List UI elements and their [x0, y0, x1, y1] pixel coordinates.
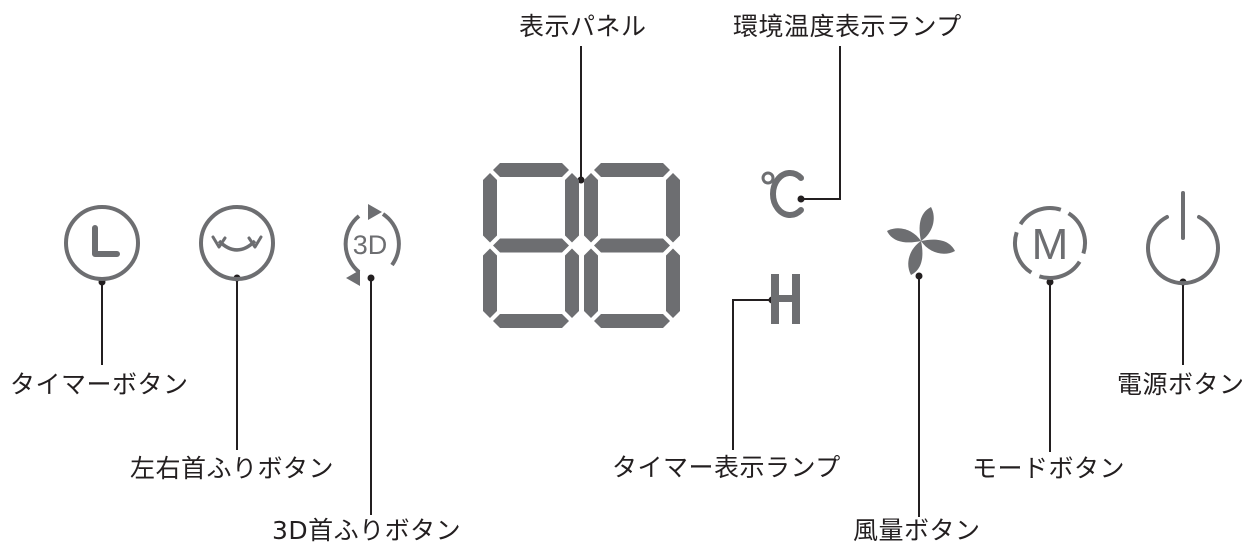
power-icon: [1146, 215, 1220, 286]
swing-lr-button[interactable]: [199, 205, 275, 281]
swing-button-label: 左右首ふりボタン: [130, 454, 335, 483]
timer-button-label: タイマーボタン: [10, 370, 189, 399]
segment-c: [565, 248, 579, 318]
fan-icon: [919, 207, 934, 241]
swing-3d-button[interactable]: 3D: [343, 204, 401, 286]
seven-segment-digit: [483, 163, 579, 328]
leader-dot: [577, 176, 585, 184]
3d-icon-text: 3D: [353, 230, 388, 260]
leader-timer-lamp: [732, 299, 772, 450]
clock-hand-icon: [92, 225, 120, 257]
segment-b: [565, 173, 579, 243]
segment-g: [594, 238, 670, 253]
fan-button-label: 風量ボタン: [853, 516, 981, 545]
segment-a: [493, 163, 569, 177]
degree-icon: [761, 171, 775, 185]
seven-segment-digit: [584, 163, 680, 328]
power-button[interactable]: [1146, 191, 1220, 286]
leader-temp-lamp: [801, 46, 841, 200]
3d-button-label: 3D首ふりボタン: [272, 516, 462, 545]
fan-button[interactable]: [887, 207, 955, 275]
arrowhead-bottom-icon: [346, 270, 360, 286]
3d-rotate-icon: [343, 214, 361, 274]
timer-lamp-label: タイマー表示ランプ: [612, 453, 841, 482]
3d-rotate-arc-right: [381, 212, 401, 267]
leader-dot: [915, 272, 923, 280]
fan-blade: [887, 228, 921, 243]
display-panel-label: 表示パネル: [519, 12, 647, 41]
fan-blade: [908, 241, 923, 275]
segment-a: [594, 163, 670, 177]
power-button-label: 電源ボタン: [1117, 370, 1245, 399]
arrowhead-left-icon: [211, 235, 227, 249]
swing-arc-icon: [217, 239, 257, 252]
mode-icon-text: M: [1032, 220, 1069, 269]
swing-icon: [199, 205, 275, 281]
timer-lamp: [771, 274, 800, 324]
segment-f: [483, 173, 497, 243]
temp-lamp-label: 環境温度表示ランプ: [733, 12, 962, 41]
segment-e: [584, 248, 598, 318]
segment-g: [493, 238, 569, 253]
leader-dot: [367, 274, 375, 282]
timer-button[interactable]: [64, 205, 140, 281]
clock-icon: [64, 205, 140, 281]
segment-c: [666, 248, 680, 318]
mode-button[interactable]: M: [1002, 195, 1098, 291]
celsius-c-icon: [769, 170, 804, 218]
timer-h-icon-part: [771, 295, 800, 302]
leader-lines: [101, 46, 1184, 517]
mode-button-label: モードボタン: [972, 454, 1126, 483]
segment-b: [666, 173, 680, 243]
segment-f: [584, 173, 598, 243]
leader-dot: [1046, 278, 1054, 286]
segment-d: [594, 314, 670, 328]
arrowhead-top-icon: [368, 204, 382, 220]
display-panel: [483, 163, 680, 328]
leader-dot: [797, 195, 805, 203]
segment-e: [483, 248, 497, 318]
segment-d: [493, 314, 569, 328]
arrowhead-right-icon: [247, 235, 263, 249]
fan-blade: [921, 239, 955, 254]
temp-lamp: [761, 170, 804, 218]
